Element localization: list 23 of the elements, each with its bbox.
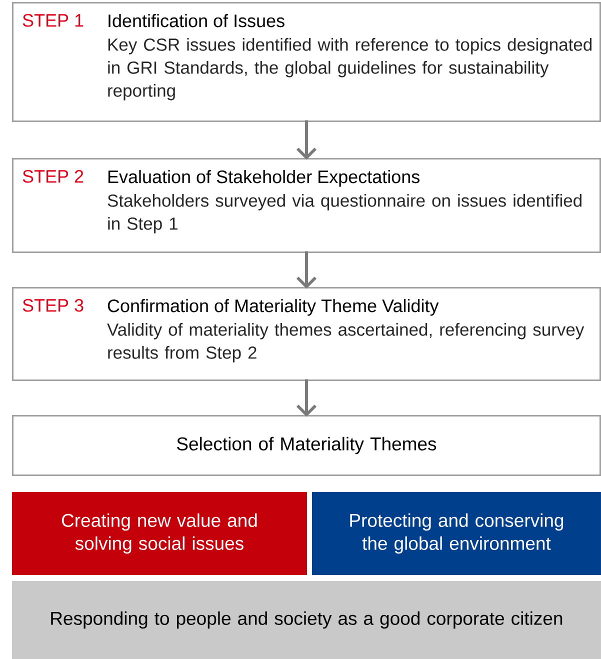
- theme-box: [12, 581, 601, 659]
- arrow: [296, 251, 317, 289]
- arrow: [296, 120, 317, 160]
- step-label: STEP 2: [22, 170, 84, 183]
- theme-text: Protecting and conserving the global environment: [350, 513, 564, 554]
- step-box: [12, 2, 601, 122]
- step-description: Validity of materiality themes ascertained, referencing survey results from Step 2: [107, 323, 584, 362]
- step-heading: Evaluation of Stakeholder Expectations: [108, 170, 420, 187]
- step-heading: Identification of Issues: [108, 14, 284, 28]
- step-box: [12, 158, 601, 253]
- step-heading: Confirmation of Materiality Theme Validity: [108, 299, 439, 316]
- theme-text: Creating new value and solving social issues: [62, 513, 257, 554]
- theme-box: [12, 415, 601, 476]
- theme-box: [12, 492, 307, 575]
- theme-text: Responding to people and society as a good corporate citizen: [51, 611, 562, 629]
- theme-box: [312, 492, 601, 575]
- step-label: STEP 1: [22, 14, 84, 27]
- theme-text: Selection of Materiality Themes: [177, 436, 436, 454]
- step-description: Key CSR issues identified with reference to topics designated in GRI Standards, the global guidelines for sustainability reporting: [108, 38, 592, 100]
- arrow: [296, 379, 317, 417]
- step-label: STEP 3: [22, 299, 84, 312]
- step-box: [12, 287, 601, 381]
- step-description: Stakeholders surveyed via questionnaire on issues identified in Step 1: [108, 194, 582, 234]
